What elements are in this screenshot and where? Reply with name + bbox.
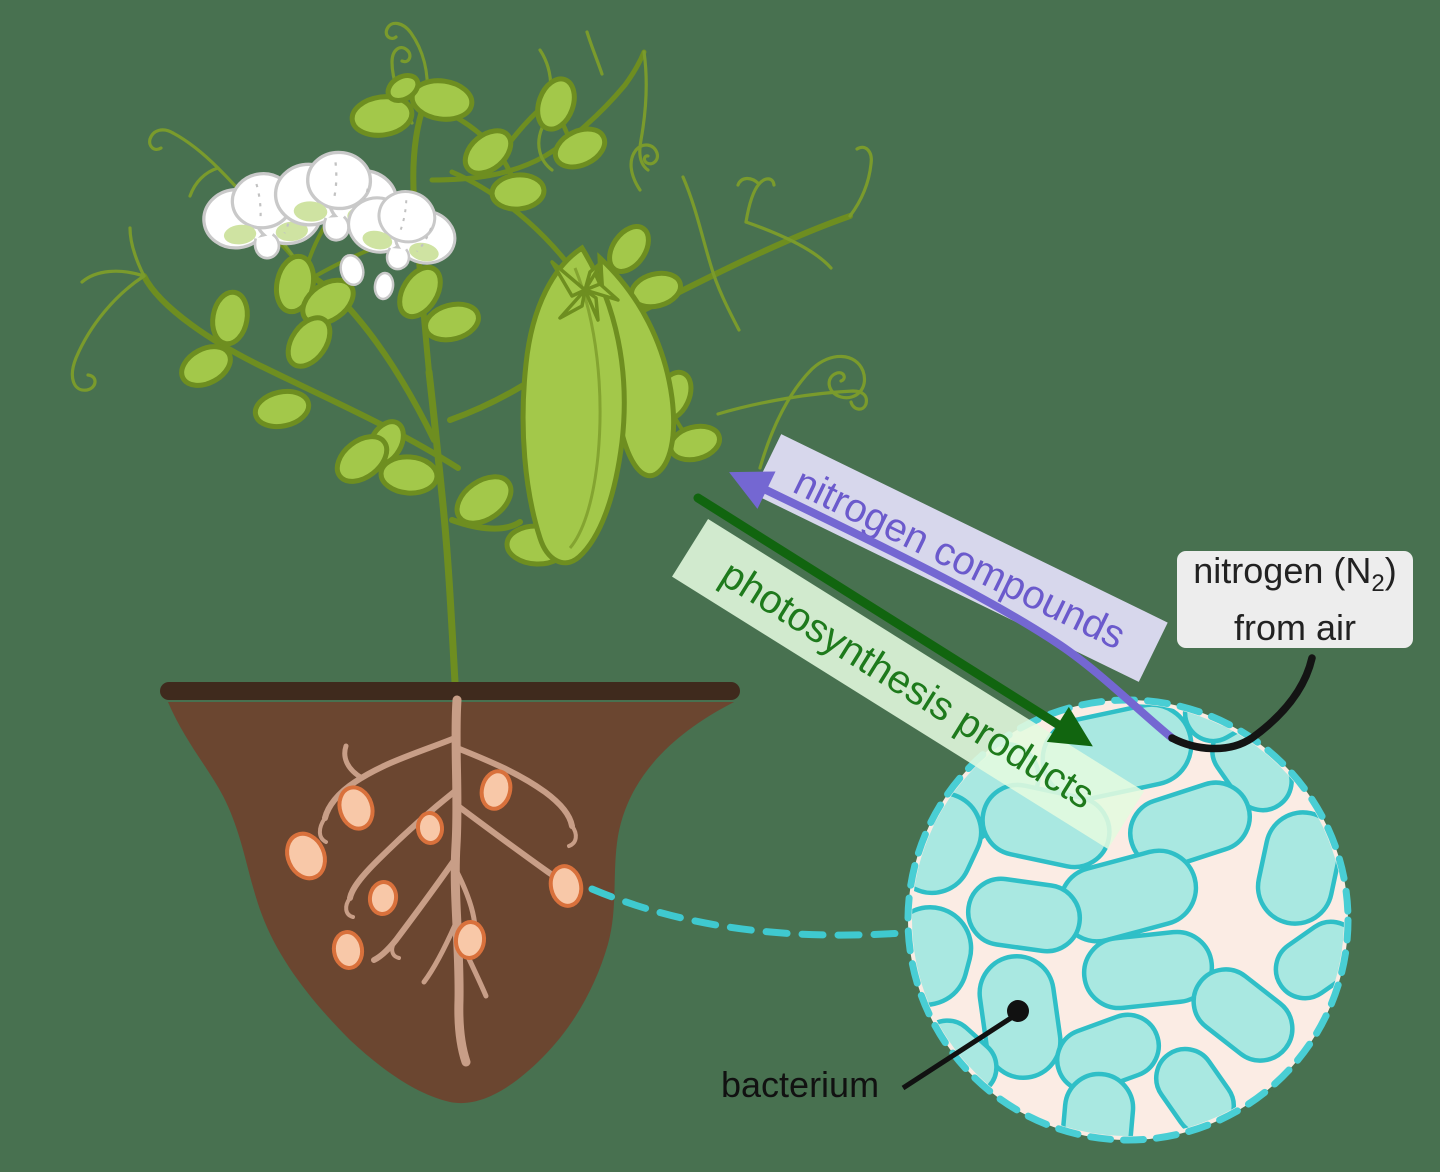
nitrogen-from-air-arrow [1168, 654, 1316, 753]
bacterium-cell [1060, 1071, 1136, 1136]
bacterium-cell [1255, 810, 1343, 926]
pod-sepals [550, 260, 620, 322]
soil-mound [160, 682, 740, 1104]
nitrogen-from-air-label: nitrogen (N2) from air [1177, 549, 1413, 649]
photosynthesis-products-label-bg [672, 518, 1144, 850]
pea-pod-front [520, 244, 627, 566]
pea-flowers [197, 147, 465, 301]
bacterium-cell [1191, 967, 1295, 1063]
photosynthesis-products-arrow [693, 493, 1093, 747]
nitrogen-compounds-label-bg [752, 434, 1168, 682]
pod-seam [568, 267, 602, 549]
nitrogen-compounds-arrow [729, 471, 1176, 742]
plant-leaves [179, 73, 723, 567]
bacterium-cell [1128, 780, 1252, 870]
pea-pods [520, 244, 677, 566]
nitrogen-from-air-line1: nitrogen (N2) [1193, 549, 1397, 598]
soil-rim [160, 682, 740, 700]
nodule-zoom-connector [588, 885, 907, 939]
bacterium-label: bacterium [721, 1064, 880, 1105]
plant-tendrils [70, 21, 873, 470]
soil-body [168, 702, 734, 1104]
root-nodules [285, 769, 584, 970]
bacterium-cell [1081, 929, 1215, 1011]
bacterium-cell [965, 876, 1083, 954]
pea-plant [70, 21, 873, 704]
bacterium-pointer-dot [1007, 1000, 1029, 1022]
bacterium-pointer-line [901, 1013, 1016, 1091]
nitrogen-from-air-line2: from air [1233, 607, 1356, 649]
